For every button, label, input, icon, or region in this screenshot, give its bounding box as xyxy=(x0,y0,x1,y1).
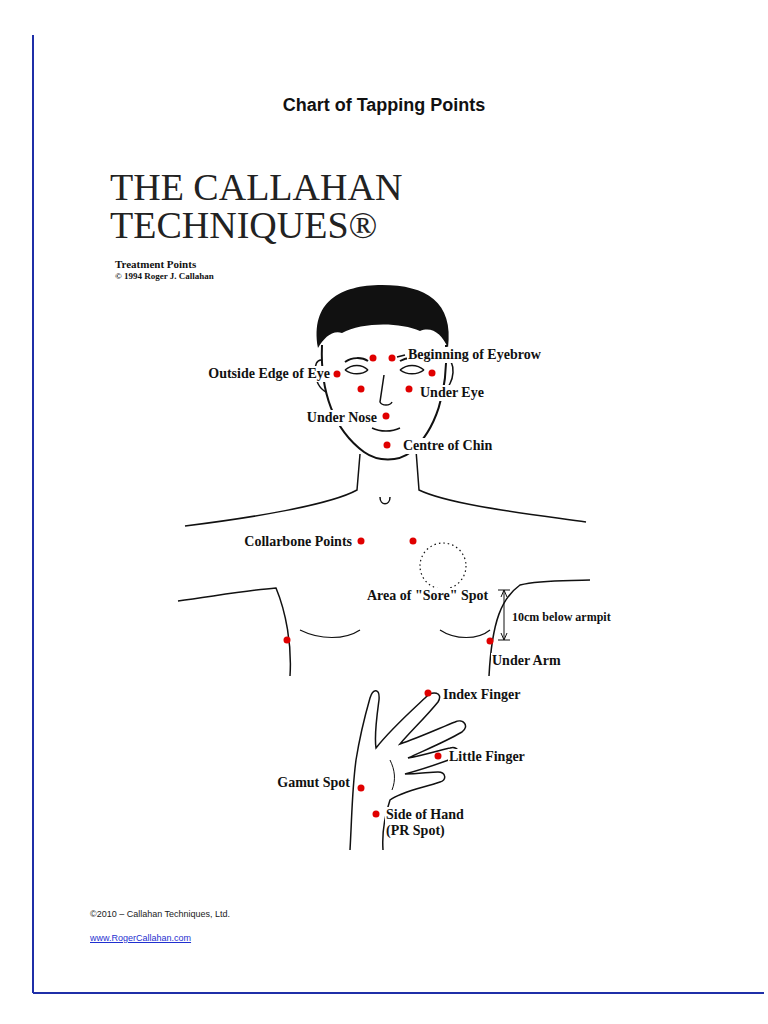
point-dot xyxy=(373,811,380,818)
hair xyxy=(317,285,449,348)
point-dot xyxy=(435,753,442,760)
point-dot xyxy=(284,637,291,644)
point-dot xyxy=(383,413,390,420)
frame-line xyxy=(32,35,34,993)
point-label: Collarbone Points xyxy=(243,534,353,550)
point-dot xyxy=(370,355,377,362)
point-dot xyxy=(358,538,365,545)
point-label: Outside Edge of Eye xyxy=(207,366,331,382)
point-dot xyxy=(406,386,413,393)
copyright-note: © 1994 Roger J. Callahan xyxy=(115,271,214,281)
neck-notch xyxy=(380,497,390,504)
page-title: Chart of Tapping Points xyxy=(0,95,768,116)
point-label: Under Eye xyxy=(419,385,485,401)
point-label: Gamut Spot xyxy=(276,775,351,791)
nose xyxy=(380,375,392,405)
point-dot xyxy=(425,690,432,697)
point-label: Side of Hand (PR Spot) xyxy=(385,807,487,839)
eye xyxy=(400,366,424,374)
point-dot xyxy=(389,355,396,362)
point-label: Under Arm xyxy=(491,653,562,669)
point-dot xyxy=(487,638,494,645)
arm-outline xyxy=(178,588,290,676)
sore-spot-area xyxy=(420,543,466,589)
point-dot xyxy=(410,538,417,545)
chest-line xyxy=(300,630,360,638)
footer-link: www.RogerCallahan.com xyxy=(90,933,191,944)
point-dot xyxy=(358,386,365,393)
point-label: Area of "Sore" Spot xyxy=(366,588,489,604)
brand-logo: THE CALLAHAN TECHNIQUES® xyxy=(110,168,420,244)
hand-crease xyxy=(390,760,394,790)
point-label: Beginning of Eyebrow xyxy=(407,347,542,363)
leader-line xyxy=(397,355,405,357)
point-label: Under Nose xyxy=(306,410,378,426)
frame-line xyxy=(33,992,764,994)
point-label: Little Finger xyxy=(448,749,526,765)
point-label: Index Finger xyxy=(442,687,521,703)
eye xyxy=(345,366,368,374)
dimension-label: 10cm below armpit xyxy=(512,610,611,624)
chest-line xyxy=(440,630,490,638)
point-dot xyxy=(429,370,436,377)
measure-line xyxy=(504,590,505,640)
footer-copyright: ©2010 – Callahan Techniques, Ltd. xyxy=(90,909,230,920)
measure-arrow xyxy=(501,590,507,640)
shoulder-line xyxy=(185,454,360,526)
point-dot xyxy=(384,442,391,449)
point-dot xyxy=(334,371,341,378)
point-dot xyxy=(358,785,365,792)
arm-outline xyxy=(489,580,590,676)
mouth xyxy=(372,428,400,431)
point-label: Centre of Chin xyxy=(402,438,493,454)
shoulder-line xyxy=(416,450,586,522)
subheading: Treatment Points xyxy=(115,258,196,270)
